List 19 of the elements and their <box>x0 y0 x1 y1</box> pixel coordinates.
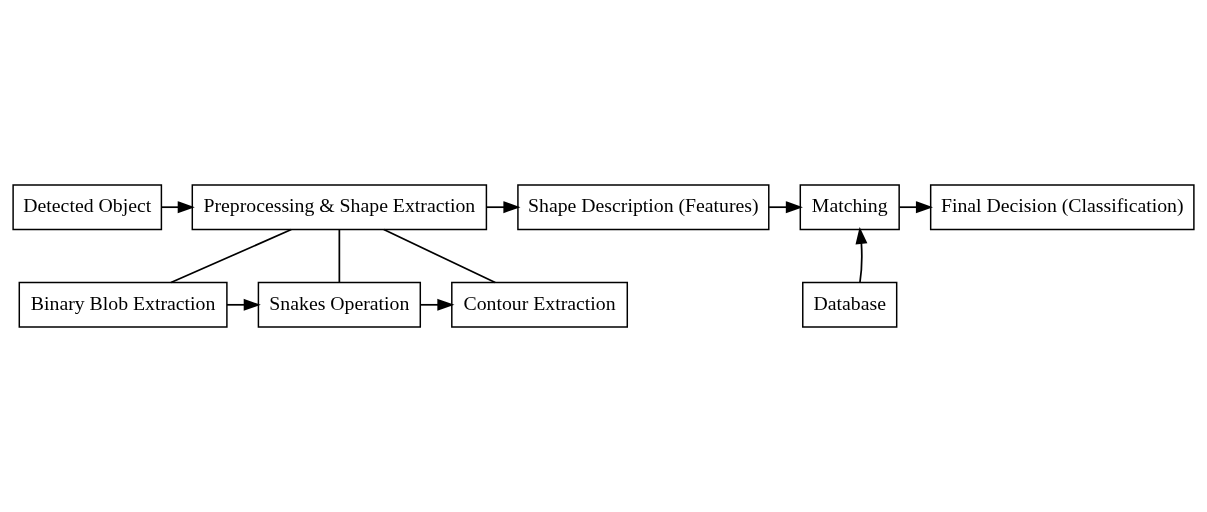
connector <box>170 228 293 284</box>
node-box: Binary Blob Extraction <box>18 281 228 328</box>
connector <box>338 228 341 284</box>
node-box: Detected Object <box>12 184 163 231</box>
arrow <box>898 201 933 214</box>
arrow <box>419 298 455 311</box>
arrow <box>226 298 261 311</box>
arrow <box>855 226 868 284</box>
arrow <box>768 201 803 214</box>
node-box: Preprocessing & Shape Extraction <box>191 184 488 231</box>
node-box: Snakes Operation <box>257 281 422 328</box>
node-box: Database <box>802 281 898 328</box>
connector <box>382 228 497 284</box>
node-box: Matching <box>799 184 900 231</box>
node-box: Final Decision (Classification) <box>929 184 1195 231</box>
node-box: Shape Description (Features) <box>517 184 770 231</box>
arrow <box>485 201 521 214</box>
arrow <box>160 201 195 214</box>
node-box: Contour Extraction <box>451 281 629 328</box>
